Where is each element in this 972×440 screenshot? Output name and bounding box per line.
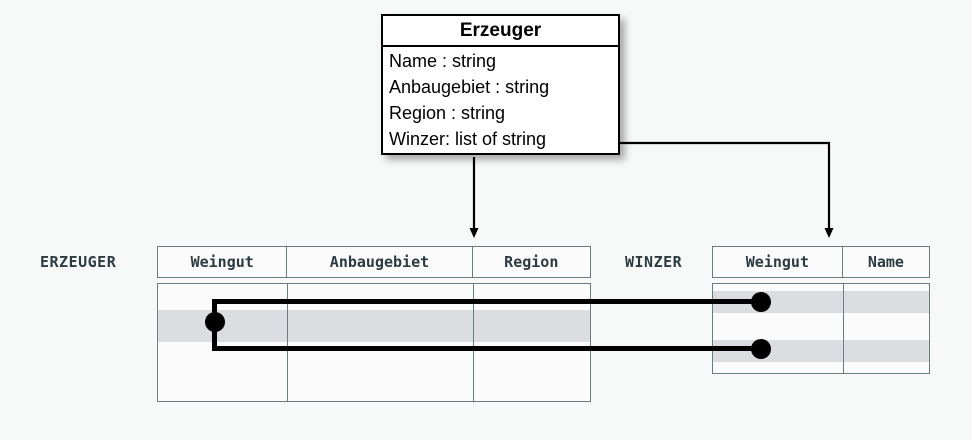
relationship-branch-top bbox=[212, 299, 762, 304]
column-header-anbaugebiet: Anbaugebiet bbox=[287, 247, 473, 277]
relationship-branch-bottom bbox=[212, 346, 762, 351]
uml-attribute-anbaugebiet: Anbaugebiet : string bbox=[389, 77, 550, 97]
arrow-to-winzer-table bbox=[605, 141, 834, 238]
uml-attribute-winzer: Winzer: list of string bbox=[389, 129, 547, 149]
table-row bbox=[158, 310, 590, 342]
column-divider bbox=[287, 284, 288, 401]
table-label-winzer: WINZER bbox=[625, 253, 683, 271]
column-header-name: Name bbox=[867, 253, 904, 271]
uml-attribute-name: Name : string bbox=[389, 51, 497, 71]
column-divider bbox=[843, 284, 844, 373]
uml-attribute-region: Region : string bbox=[389, 103, 506, 123]
table-header-winzer: Weingut Name bbox=[712, 246, 930, 278]
table-label-erzeuger: ERZEUGER bbox=[40, 253, 117, 271]
uml-class-title: Erzeuger bbox=[383, 16, 618, 47]
column-header-weingut: Weingut bbox=[713, 247, 843, 277]
uml-attribute-list: Name : string Anbaugebiet : string Regio… bbox=[383, 47, 618, 152]
table-header-erzeuger: Weingut Anbaugebiet Region bbox=[157, 246, 591, 278]
relationship-endpoint-winzer-row3 bbox=[751, 339, 771, 359]
relationship-endpoint-erzeuger bbox=[205, 312, 225, 332]
table-body-winzer bbox=[712, 283, 930, 374]
column-header-weingut: Weingut bbox=[158, 247, 288, 277]
column-divider bbox=[473, 284, 474, 401]
column-header-region: Region bbox=[504, 253, 559, 271]
table-row bbox=[713, 340, 929, 362]
relationship-endpoint-winzer-row1 bbox=[751, 292, 771, 312]
uml-class-box-erzeuger: Erzeuger Name : string Anbaugebiet : str… bbox=[381, 14, 620, 155]
